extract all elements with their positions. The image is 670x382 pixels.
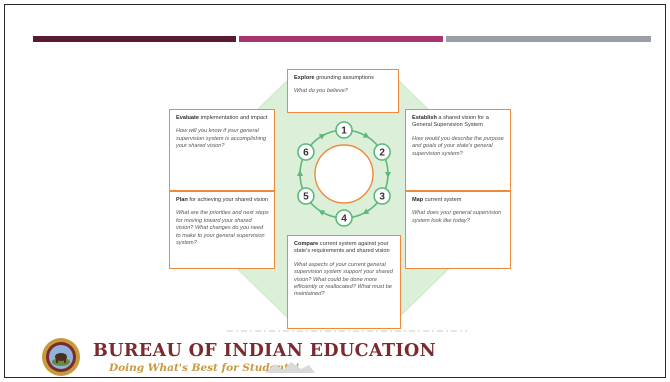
step-compare-question: What aspects of your current general sup… <box>294 261 393 298</box>
step-establish-title: a shared vision for a General Supervisio… <box>412 115 489 129</box>
step-establish-question: How would you describe the purpose and g… <box>412 135 504 157</box>
logo-title: BUREAU OF INDIAN EDUCATION <box>93 341 437 361</box>
cycle-step-number: 4 <box>341 214 347 225</box>
step-explore-verb: Explore <box>294 75 315 81</box>
step-evaluate-title: implementation and impact <box>199 115 268 121</box>
slide: 1 2 3 4 5 6 Explore grounding assumptions Wha… <box>4 4 666 378</box>
header-bar-magenta <box>239 36 443 42</box>
cycle-step-4: 4 <box>335 209 353 227</box>
cycle-step-number: 5 <box>303 192 309 203</box>
step-explore-question: What do you believe? <box>294 88 348 95</box>
step-compare-title: current system against your state's requ… <box>294 241 390 255</box>
cycle-arrow <box>318 133 326 140</box>
step-explore-box: Explore grounding assumptions What do yo… <box>287 69 399 113</box>
step-evaluate-question: How will you know if your general superv… <box>176 128 267 150</box>
mountain-icon <box>265 362 315 373</box>
cycle-step-number: 2 <box>379 148 385 159</box>
step-compare-verb: Compare <box>294 241 319 247</box>
cycle-step-1: 1 <box>335 121 353 139</box>
cycle-diagram: 1 2 3 4 5 6 Explore grounding assumptions Wha… <box>169 69 517 329</box>
step-plan-question: What are the priorities and next steps f… <box>176 210 269 246</box>
step-explore-title: grounding assumptions <box>314 75 374 81</box>
step-establish-verb: Establish <box>412 115 437 121</box>
step-map-title: current system <box>423 197 462 203</box>
cycle-step-3: 3 <box>373 187 391 205</box>
header-bar-maroon <box>33 36 236 42</box>
cycle-wheel: 1 2 3 4 5 6 <box>297 121 391 227</box>
cycle-step-5: 5 <box>297 187 315 205</box>
step-plan-title: for achieving your shared vision <box>187 197 269 203</box>
logo-tagline: Doing What's Best for Students! <box>109 362 300 374</box>
step-establish-box: Establish a shared vision for a General … <box>405 109 511 191</box>
step-evaluate-box: Evaluate implementation and impact How w… <box>169 109 275 191</box>
cycle-arrow <box>362 132 370 138</box>
step-map-box: Map current system What does your genera… <box>405 191 511 269</box>
cycle-arrow <box>297 170 303 176</box>
cycle-step-number: 1 <box>341 126 347 137</box>
step-map-question: What does your general supervision syste… <box>412 210 502 224</box>
step-compare-box: Compare current system against your stat… <box>287 235 401 329</box>
step-evaluate-verb: Evaluate <box>176 115 200 121</box>
cycle-step-2: 2 <box>373 143 391 161</box>
cycle-step-number: 3 <box>379 192 385 203</box>
cycle-arrow <box>318 210 326 216</box>
bie-seal-icon <box>42 338 80 376</box>
cycle-step-6: 6 <box>297 143 315 161</box>
cycle-step-number: 6 <box>303 148 309 159</box>
step-map-verb: Map <box>412 197 424 203</box>
source-citation-line <box>227 330 467 332</box>
header-bar-gray <box>446 36 651 42</box>
cycle-arrow <box>385 172 391 178</box>
footer-logo: BUREAU OF INDIAN EDUCATION Doing What's … <box>37 333 436 377</box>
step-plan-verb: Plan <box>176 197 188 203</box>
step-plan-box: Plan for achieving your shared vision Wh… <box>169 191 275 269</box>
cycle-arrow <box>362 208 370 215</box>
